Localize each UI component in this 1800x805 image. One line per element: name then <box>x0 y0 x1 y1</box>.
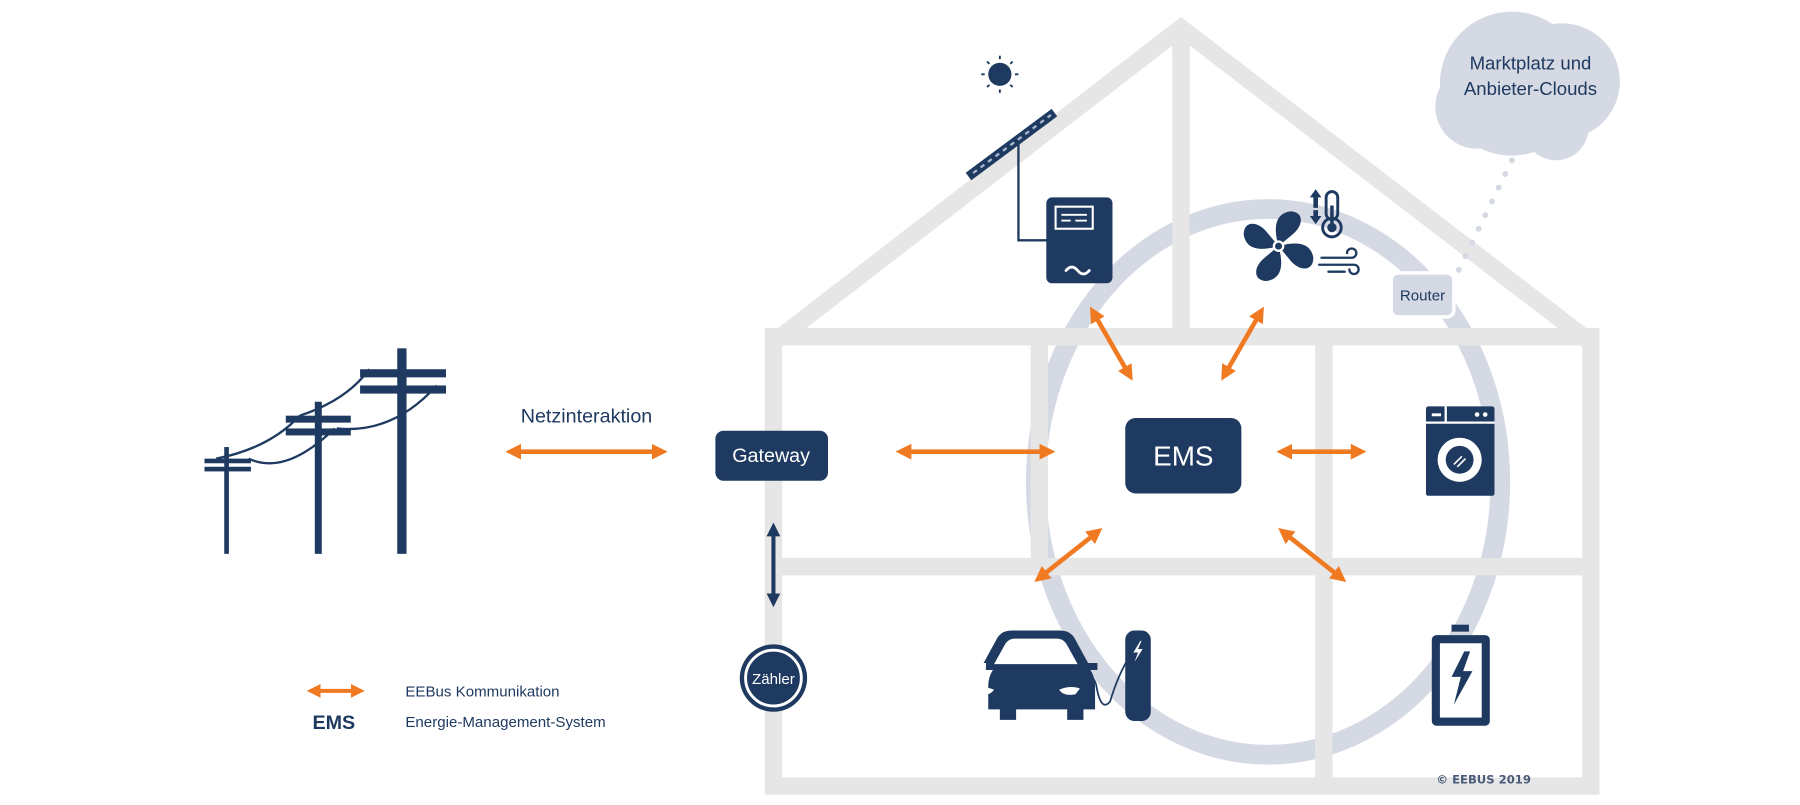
legend-arrow-label: EEBus Kommunikation <box>405 684 559 701</box>
ems-heatpump-arrow <box>1221 306 1264 381</box>
power-poles-icon <box>204 348 447 554</box>
grid-interaction-label: Netzinteraktion <box>521 406 653 428</box>
ems-box[interactable]: EMS <box>1125 417 1242 494</box>
copyright: © EEBUS 2019 <box>1436 773 1531 787</box>
router-label: Router <box>1400 288 1445 305</box>
washing-machine-icon[interactable] <box>1425 406 1495 496</box>
ems-arrows <box>1034 306 1367 582</box>
ems-inverter-arrow <box>1089 306 1133 381</box>
marketplace-cloud: Marktplatz und Anbieter-Clouds <box>1435 11 1620 161</box>
ems-label: EMS <box>1153 441 1213 472</box>
legend-ems-abbr: EMS <box>312 712 355 734</box>
ems-battery-arrow <box>1278 528 1347 582</box>
fan-thermometer-icon[interactable] <box>1243 189 1360 281</box>
meter-icon[interactable]: Zähler <box>739 644 808 712</box>
cloud-label-line2: Anbieter-Clouds <box>1464 78 1597 99</box>
gateway-label: Gateway <box>732 445 810 467</box>
car-charging-icon[interactable] <box>973 630 1151 722</box>
solar-inverter-icon[interactable] <box>1046 197 1113 284</box>
cloud-label-line1: Marktplatz und <box>1470 53 1592 74</box>
gateway-box[interactable]: Gateway <box>715 430 829 481</box>
meter-label: Zähler <box>752 671 795 688</box>
legend: EEBus Kommunikation EMS Energie-Manageme… <box>306 684 606 734</box>
solar-panel-icon <box>965 108 1058 242</box>
legend-ems-label: Energie-Management-System <box>405 714 605 731</box>
cloud-router-link <box>1454 157 1515 276</box>
ems-car-arrow <box>1034 528 1103 582</box>
router[interactable]: Router <box>1389 271 1456 319</box>
sun-icon <box>981 55 1019 93</box>
battery-icon[interactable] <box>1431 624 1490 726</box>
